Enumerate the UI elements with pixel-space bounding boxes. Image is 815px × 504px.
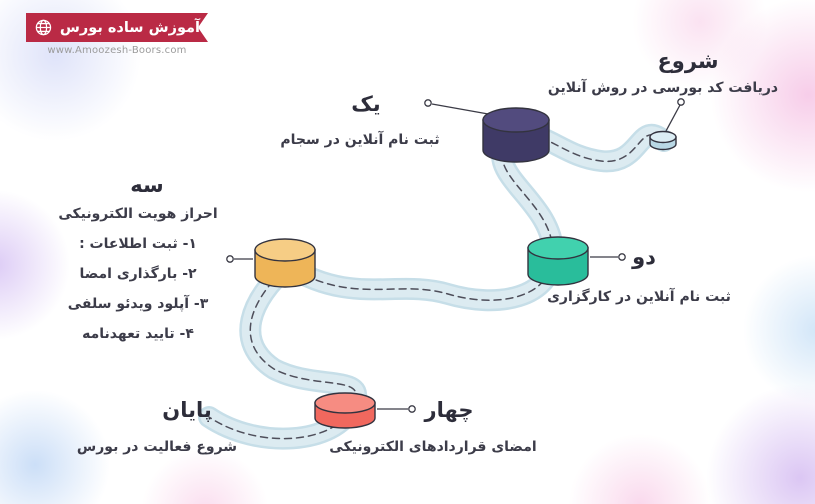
step-three-item-2: ۲- بارگذاری امضا [79,266,197,282]
step-three-item-3: ۳- آپلود ویدئو سلفی [67,296,209,312]
step-one-subtitle: ثبت نام آنلاین در سجام [280,132,440,148]
step-start-title: شروع [657,49,719,73]
step-three-item-4: ۴- تایید تعهدنامه [82,326,194,342]
step-one-title: یک [351,92,381,116]
logo-brand-text: آموزش ساده بورس [59,19,200,36]
step-two-title: دو [632,245,656,269]
logo-website-text: www.Amoozesh-Boors.com [47,45,187,56]
globe-icon [34,18,53,37]
step-three-subtitle: احراز هویت الکترونیکی [58,206,218,222]
logo: آموزش ساده بورس www.Amoozesh-Boors.com [26,13,216,56]
milestone-cylinders [254,107,677,429]
callout-start [665,98,685,132]
cylinder-step-three [254,238,316,288]
step-three-title: سه [130,173,164,197]
step-four-title: چهار [424,398,474,422]
step-three-item-1: ۱- ثبت اطلاعات : [79,236,197,252]
logo-ribbon: آموزش ساده بورس [26,13,208,42]
winding-road [198,120,675,450]
step-end-title: پایان [162,398,212,422]
step-end-subtitle: شروع فعالیت در بورس [76,439,238,455]
callout-four [377,405,416,413]
cylinder-step-two [527,236,589,286]
step-two-subtitle: ثبت نام آنلاین در کارگزاری [547,289,731,305]
cylinder-step-one [482,107,550,163]
cylinder-step-four [314,392,376,429]
step-start-subtitle: دریافت کد بورسی در روش آنلاین [547,80,779,96]
disc-start [649,130,677,151]
callout-two [590,253,626,261]
step-three-details: احراز هویت الکترونیکی ۱- ثبت اطلاعات : ۲… [58,199,217,349]
callout-three [226,255,253,263]
callout-lines [226,98,685,413]
road-center-dashes [208,130,665,440]
step-four-subtitle: امضای قراردادهای الکترونیکی [329,439,537,455]
